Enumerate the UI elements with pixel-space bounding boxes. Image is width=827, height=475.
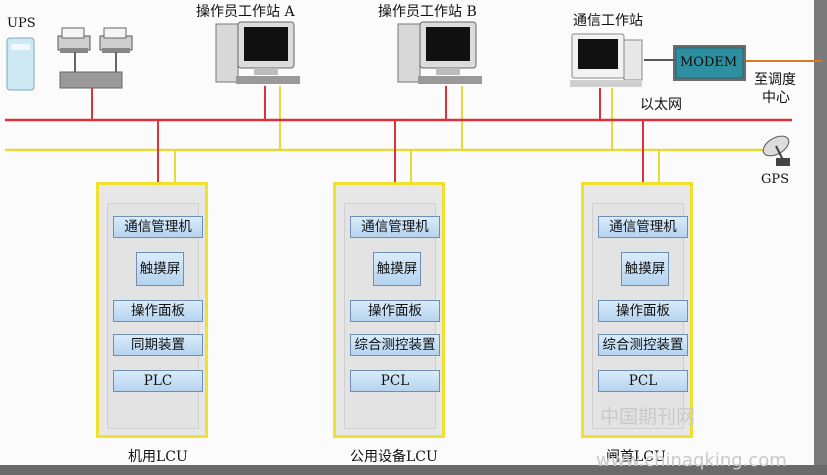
ups-icon <box>6 37 35 91</box>
modem-box <box>675 47 744 79</box>
touchscreen-module: 触摸屏 <box>373 252 421 286</box>
comm-manager-module: 通信管理机 <box>113 216 203 238</box>
pcl-module: PCL <box>598 370 688 392</box>
sync-device-module: 同期装置 <box>113 334 203 356</box>
printer-icon <box>57 27 91 53</box>
integrated-measure-control-module: 综合测控装置 <box>350 334 440 356</box>
cabinet-name: 公用设备LCU <box>350 449 438 465</box>
plc-module: PLC <box>113 370 203 392</box>
touchscreen-module: 触摸屏 <box>136 252 184 286</box>
to-dispatch-label-line2: 中心 <box>762 90 790 106</box>
watermark-cn: 中国期刊网 <box>600 406 696 428</box>
cabinet-inner-panel: 通信管理机 触摸屏 操作面板 综合测控装置 PCL <box>592 203 688 429</box>
workstation-b-icon <box>397 21 482 84</box>
comm-workstation-label: 通信工作站 <box>573 13 643 29</box>
operator-workstation-b-label: 操作员工作站 B <box>378 4 477 20</box>
cabinet-unit-lcu: 通信管理机 触摸屏 操作面板 同期装置 PLC <box>96 182 208 438</box>
cabinet-inner-panel: 通信管理机 触摸屏 操作面板 同期装置 PLC <box>107 203 203 429</box>
cabinet-inner-panel: 通信管理机 触摸屏 操作面板 综合测控装置 PCL <box>344 203 440 429</box>
ethernet-label: 以太网 <box>640 97 682 113</box>
cabinet-name: 闸首LCU <box>606 449 666 465</box>
watermark-url: www.chinaqking.com <box>596 450 787 471</box>
cabinet-common-equipment-lcu: 通信管理机 触摸屏 操作面板 综合测控装置 PCL <box>333 182 445 438</box>
gps-antenna-icon <box>762 135 790 166</box>
ups-label: UPS <box>7 16 36 31</box>
right-edge-strip <box>814 0 827 475</box>
operation-panel-module: 操作面板 <box>113 300 203 322</box>
operation-panel-module: 操作面板 <box>350 300 440 322</box>
workstation-a-icon <box>215 21 300 84</box>
pcl-module: PCL <box>350 370 440 392</box>
cabinet-lock-head-lcu: 通信管理机 触摸屏 操作面板 综合测控装置 PCL <box>581 182 693 438</box>
modem-label: MODEM <box>680 55 738 70</box>
gps-label: GPS <box>761 172 790 187</box>
comm-workstation-icon <box>570 33 643 87</box>
to-dispatch-label-line1: 至调度 <box>754 72 796 88</box>
integrated-measure-control-module: 综合测控装置 <box>598 334 688 356</box>
operator-workstation-a-label: 操作员工作站 A <box>196 4 295 20</box>
comm-manager-module: 通信管理机 <box>598 216 688 238</box>
touchscreen-module: 触摸屏 <box>621 252 669 286</box>
operation-panel-module: 操作面板 <box>598 300 688 322</box>
comm-manager-module: 通信管理机 <box>350 216 440 238</box>
network-switch-icon <box>59 71 123 89</box>
printer-icon <box>99 27 133 53</box>
bottom-edge-strip <box>0 465 827 475</box>
cabinet-name: 机用LCU <box>128 449 188 465</box>
